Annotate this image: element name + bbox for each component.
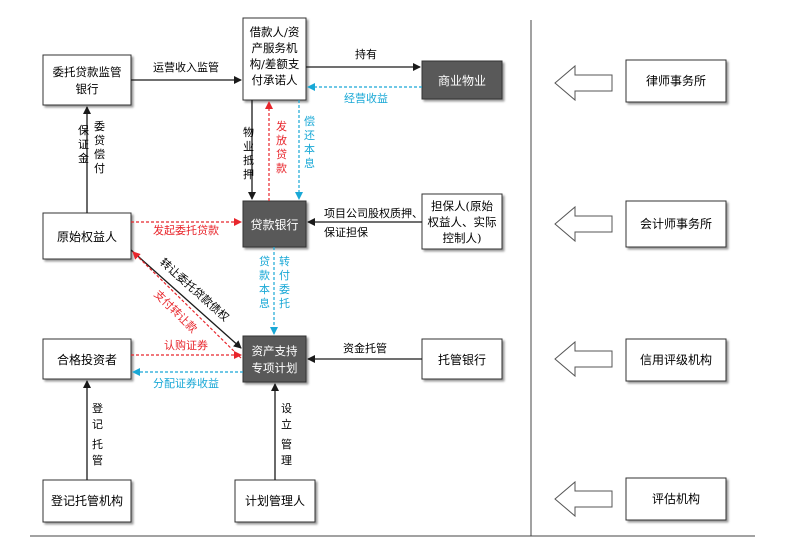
edge-operating-income-label: 经营收益 [344, 91, 388, 105]
node-commercial-property-label: 商业物业 [438, 73, 486, 88]
node-borrower: 借款人/资 产服务机 构/差额支 付承诺人 [242, 17, 307, 101]
node-custodian-bank-label: 托管银行 [438, 352, 486, 367]
agency-law-firm: 律师事务所 [554, 59, 727, 103]
agency-law-firm-label: 律师事务所 [646, 73, 706, 88]
node-plan-manager-label: 计划管理人 [245, 493, 305, 508]
hollow-arrow-icon [554, 340, 613, 378]
node-commercial-property: 商业物业 [421, 60, 503, 100]
node-original-holder-label: 原始权益人 [57, 230, 117, 244]
agency-accounting-firm: 会计师事务所 [554, 200, 727, 248]
edge-registration-label: 登记托管 [92, 401, 103, 467]
svg-text:借款人/资: 借款人/资 [250, 25, 300, 39]
agency-appraisal: 评估机构 [554, 477, 727, 521]
node-entrust-bank: 委托贷款监管 银行 [42, 54, 132, 106]
node-qualified-investor: 合格投资者 [42, 338, 132, 380]
edge-distribute-label: 分配证券收益 [153, 376, 219, 390]
node-custodian-bank: 托管银行 [421, 338, 503, 380]
svg-text:产服务机: 产服务机 [252, 41, 298, 55]
svg-text:担保人(原始: 担保人(原始 [431, 199, 493, 213]
node-lending-bank: 贷款银行 [242, 200, 307, 248]
node-lending-bank-label: 贷款银行 [250, 218, 298, 232]
node-plan-manager: 计划管理人 [234, 479, 316, 523]
edge-equity-pledge-label-1: 项目公司股权质押、 [324, 206, 423, 220]
svg-text:资产支持: 资产支持 [252, 344, 298, 358]
hollow-arrow-icon [554, 64, 613, 102]
agency-credit-rating-label: 信用评级机构 [640, 352, 712, 367]
edge-equity-pledge-label-2: 保证担保 [324, 225, 368, 239]
hollow-arrow-icon [554, 480, 613, 518]
hollow-arrow-icon [554, 205, 613, 243]
edge-transfer-claim [130, 249, 242, 349]
edge-guarantee-label-b: 委贷偿付 [94, 120, 105, 175]
node-entrust-bank-label-1: 委托贷款监管 [53, 65, 122, 79]
edge-property-mortgage-label: 物业抵押 [243, 125, 254, 181]
edge-disburse-loan-label: 发放贷款 [276, 119, 287, 175]
agency-appraisal-label: 评估机构 [652, 491, 700, 506]
node-abs-plan: 资产支持 专项计划 [242, 335, 307, 383]
svg-text:控制人): 控制人) [443, 231, 482, 245]
edge-guarantee-label-a: 保证金 [78, 123, 89, 165]
svg-text:付承诺人: 付承诺人 [252, 73, 298, 87]
edge-holds-label: 持有 [355, 47, 377, 61]
node-original-holder: 原始权益人 [42, 212, 132, 260]
node-registry: 登记托管机构 [42, 479, 132, 523]
edge-transfer-label-b: 转付委托 [279, 254, 290, 310]
node-guarantor: 担保人(原始 权益人、实际 控制人) [421, 193, 503, 250]
edge-repay-label: 偿还本息 [304, 114, 315, 170]
edge-establish-label: 设立管理 [281, 402, 292, 467]
agency-accounting-firm-label: 会计师事务所 [640, 216, 712, 231]
node-registry-label: 登记托管机构 [51, 493, 123, 508]
edge-ops-income-supervision-label: 运营收入监管 [153, 60, 219, 74]
svg-text:权益人、实际: 权益人、实际 [428, 215, 497, 229]
edge-subscribe-label: 认购证券 [164, 338, 208, 352]
edge-transfer-label-a: 贷款本息 [259, 254, 270, 310]
edge-initiate-entrusted-loan-label: 发起委托贷款 [153, 223, 219, 237]
node-entrust-bank-label-2: 银行 [76, 82, 99, 96]
svg-text:专项计划: 专项计划 [252, 361, 298, 375]
edge-fund-custody-label: 资金托管 [343, 341, 387, 355]
node-qualified-investor-label: 合格投资者 [57, 352, 117, 367]
edge-pay-transfer-price [132, 251, 242, 359]
agency-credit-rating: 信用评级机构 [554, 338, 727, 382]
svg-text:构/差额支: 构/差额支 [250, 57, 300, 71]
